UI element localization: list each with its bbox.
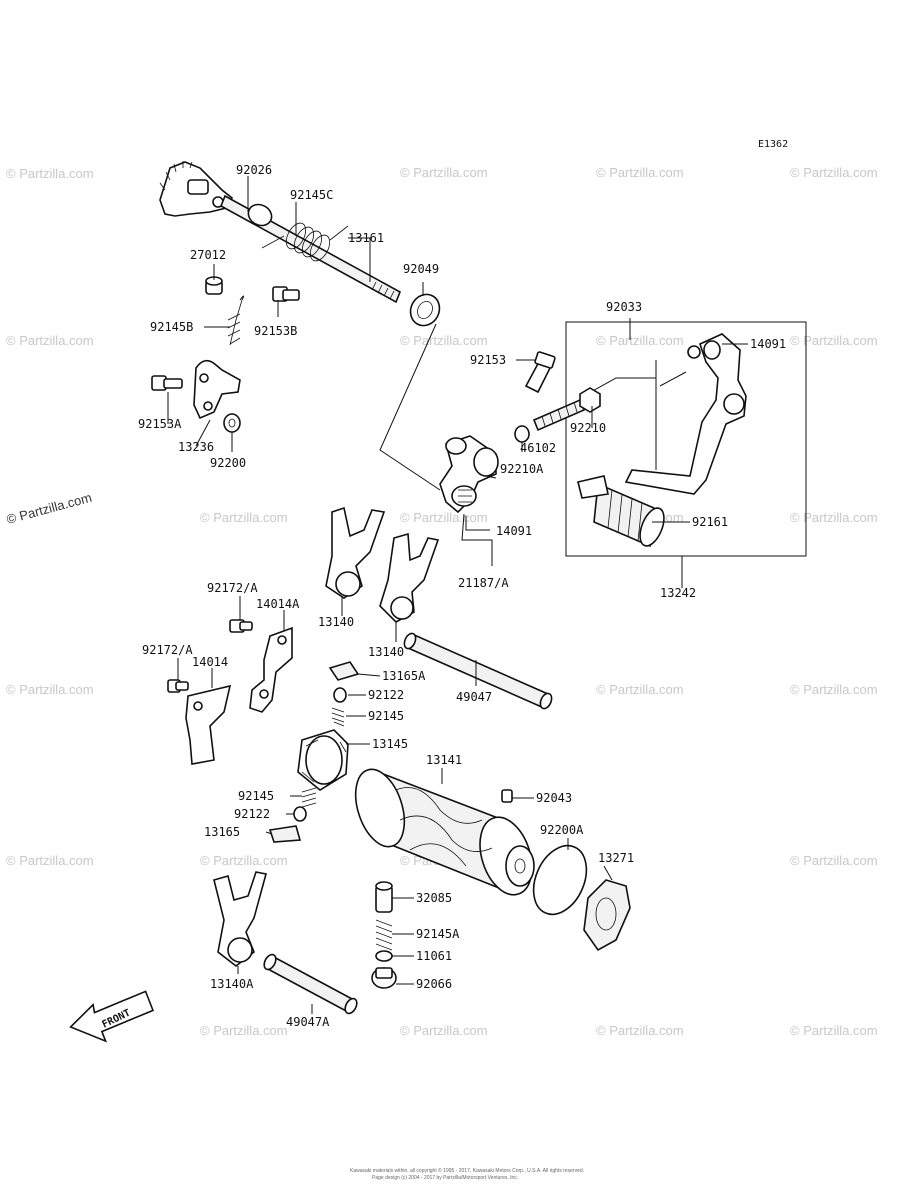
watermark: © Partzilla.com <box>790 853 878 868</box>
part-label[interactable]: 32085 <box>416 891 452 905</box>
shift-pedal-box <box>565 321 807 557</box>
shift-drum-drawing <box>354 768 535 896</box>
part-label[interactable]: 49047A <box>286 1015 330 1029</box>
part-label[interactable]: 92026 <box>236 163 272 177</box>
part-label[interactable]: 13140A <box>210 977 254 991</box>
part-label[interactable]: 92145 <box>368 709 404 723</box>
watermark: © Partzilla.com <box>200 853 288 868</box>
part-label[interactable]: 92210 <box>570 421 606 435</box>
watermark: © Partzilla.com <box>790 682 878 697</box>
watermark: © Partzilla.com <box>400 333 488 348</box>
watermark: © Partzilla.com <box>6 333 94 348</box>
watermark: © Partzilla.com <box>400 510 488 525</box>
front-arrow: FRONT <box>69 990 155 1043</box>
part-label[interactable]: 92161 <box>692 515 728 529</box>
part-label[interactable]: 46102 <box>520 441 556 455</box>
part-label[interactable]: 13271 <box>598 851 634 865</box>
part-label[interactable]: 92122 <box>234 807 270 821</box>
watermark: © Partzilla.com <box>6 166 94 181</box>
watermark: © Partzilla.com <box>400 165 488 180</box>
part-label[interactable]: 13140 <box>368 645 404 659</box>
watermark: © Partzilla.com <box>596 1023 684 1038</box>
page-design-line: Page design (c) 2004 - 2017 by Partzilla… <box>372 1175 518 1181</box>
part-label[interactable]: 92145 <box>238 789 274 803</box>
part-label[interactable]: 13141 <box>426 753 462 767</box>
part-label[interactable]: 92066 <box>416 977 452 991</box>
part-label[interactable]: 92153A <box>138 417 182 431</box>
part-label[interactable]: 92172/A <box>207 581 258 595</box>
part-label[interactable]: 49047 <box>456 690 492 704</box>
part-label[interactable]: 92145B <box>150 320 193 334</box>
part-label[interactable]: 92122 <box>368 688 404 702</box>
watermark: © Partzilla.com <box>790 510 878 525</box>
small-parts-drawing <box>205 276 300 346</box>
diagram-ref-code: E1362 <box>758 139 788 150</box>
part-label[interactable]: 14014 <box>192 655 228 669</box>
part-label[interactable]: 13165 <box>204 825 240 839</box>
watermarks: © Partzilla.com © Partzilla.com © Partzi… <box>5 165 878 1038</box>
part-labels: 92026 92145C 13161 27012 92049 92145B 92… <box>138 163 786 1029</box>
lower-fork-drawing <box>213 871 358 1015</box>
leader-lines <box>167 176 748 1014</box>
part-label[interactable]: 92153 <box>470 353 506 367</box>
part-label[interactable]: 13140 <box>318 615 354 629</box>
watermark: © Partzilla.com <box>790 1023 878 1038</box>
part-label[interactable]: 14014A <box>256 597 300 611</box>
joint-drawing <box>379 323 499 514</box>
plates-drawing <box>167 619 293 765</box>
part-label[interactable]: 13145 <box>372 737 408 751</box>
watermark: © Partzilla.com <box>596 165 684 180</box>
drum-end-drawing <box>532 844 631 952</box>
copyright-line: Kawasaki materials within, all copyright… <box>350 1167 584 1174</box>
detent-drawing <box>268 661 360 843</box>
part-label[interactable]: 92145C <box>290 188 333 202</box>
watermark: © Partzilla.com <box>200 510 288 525</box>
watermark: © Partzilla.com <box>596 333 684 348</box>
part-label[interactable]: 92043 <box>536 791 572 805</box>
shift-shaft-drawing <box>159 161 441 327</box>
part-label[interactable]: 92200 <box>210 456 246 470</box>
part-label[interactable]: 14091 <box>496 524 532 538</box>
part-label[interactable]: 92200A <box>540 823 584 837</box>
watermark: © Partzilla.com <box>400 1023 488 1038</box>
part-label[interactable]: 92033 <box>606 300 642 314</box>
shift-plate-drawing <box>151 359 241 433</box>
part-label[interactable]: 92049 <box>403 262 439 276</box>
watermark: © Partzilla.com <box>790 333 878 348</box>
part-label[interactable]: 11061 <box>416 949 452 963</box>
part-label[interactable]: 13242 <box>660 586 696 600</box>
fork-rod-drawing <box>403 632 553 710</box>
part-label[interactable]: 13165A <box>382 669 426 683</box>
part-label[interactable]: 92210A <box>500 462 544 476</box>
part-label[interactable]: 13161 <box>348 231 384 245</box>
part-label[interactable]: 92145A <box>416 927 460 941</box>
part-label[interactable]: 92172/A <box>142 643 193 657</box>
part-label[interactable]: 13236 <box>178 440 214 454</box>
watermark: © Partzilla.com <box>6 682 94 697</box>
watermark: © Partzilla.com <box>6 853 94 868</box>
part-label[interactable]: 92153B <box>254 324 297 338</box>
watermark: © Partzilla.com <box>790 165 878 180</box>
part-label[interactable]: 27012 <box>190 248 226 262</box>
shift-forks-drawing <box>325 506 440 623</box>
watermark: © Partzilla.com <box>200 1023 288 1038</box>
watermark-dark: © Partzilla.com <box>5 490 94 527</box>
watermark: © Partzilla.com <box>596 682 684 697</box>
part-label[interactable]: 21187/A <box>458 576 509 590</box>
part-label[interactable]: 14091 <box>750 337 786 351</box>
